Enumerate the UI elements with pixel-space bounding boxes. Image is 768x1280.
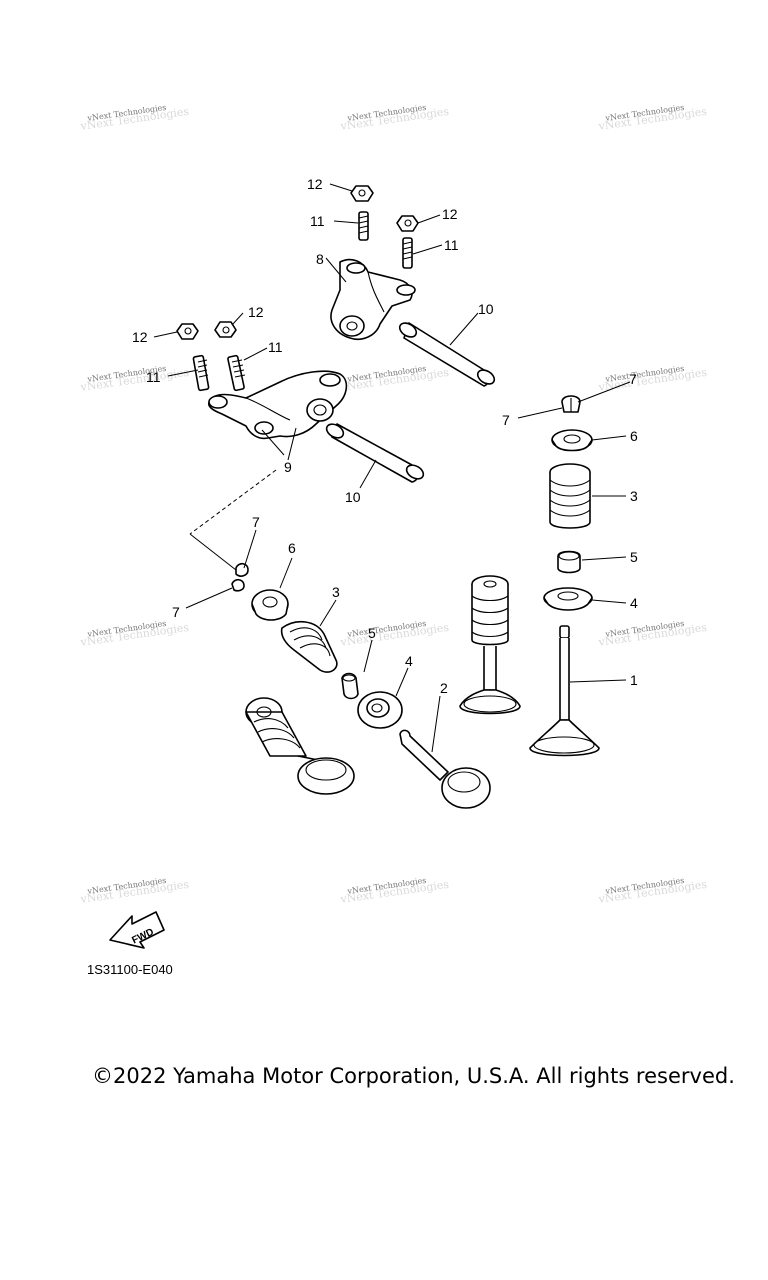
callout-5: 5: [368, 625, 376, 641]
callout-10: 10: [478, 301, 494, 317]
callout-4: 4: [630, 595, 638, 611]
nut-12-left[interactable]: [176, 323, 199, 340]
callout-11: 11: [310, 213, 325, 229]
valve-cotter-7-left[interactable]: [231, 562, 249, 592]
callout-7: 7: [252, 514, 260, 530]
rocker-arm-9[interactable]: [207, 370, 348, 440]
watermark: vNext Technologies vNext Technologies: [339, 619, 450, 649]
callout-1: 1: [630, 672, 638, 688]
rocker-shaft-10-top[interactable]: [397, 320, 497, 387]
callouts: 12 11 12 11 8 10 12 12 11 11 9 10 7 7 6 …: [132, 176, 638, 696]
callout-11: 11: [146, 369, 161, 385]
leader-lines: [153, 183, 631, 753]
watermark: vNext Technologies vNext Technologies: [597, 619, 708, 649]
nut-12-top[interactable]: [350, 185, 374, 202]
intake-valve-2[interactable]: [399, 729, 491, 809]
callout-12: 12: [132, 329, 148, 345]
callout-7: 7: [629, 371, 637, 387]
callout-3: 3: [630, 488, 638, 504]
valve-assembly-left[interactable]: [245, 697, 355, 795]
adjuster-screw-11-left[interactable]: [192, 354, 210, 392]
callout-7: 7: [172, 604, 180, 620]
valve-stem-seal-5-right[interactable]: [557, 550, 581, 574]
watermark: vNext Technologies vNext Technologies: [339, 103, 450, 133]
nut-12-left-2[interactable]: [214, 321, 237, 338]
spring-seat-4-left[interactable]: [357, 691, 403, 729]
valve-cotter-7-right[interactable]: [561, 395, 581, 413]
adjuster-screw-11-top[interactable]: [358, 211, 369, 241]
callout-10: 10: [345, 489, 361, 505]
callout-2: 2: [440, 680, 448, 696]
callout-12: 12: [307, 176, 323, 192]
watermark: vNext Technologies vNext Technologies: [339, 364, 450, 394]
watermark: vNext Technologies vNext Technologies: [597, 103, 708, 133]
rocker-arm-8[interactable]: [330, 258, 416, 340]
exhaust-valve-1[interactable]: [529, 625, 600, 757]
diagram-code: 1S31100-E040: [87, 962, 173, 977]
adjuster-screw-11-left-2[interactable]: [227, 354, 246, 392]
callout-8: 8: [316, 251, 324, 267]
watermark: vNext Technologies vNext Technologies: [339, 876, 450, 906]
rocker-shaft-10-left[interactable]: [324, 421, 426, 483]
callout-11: 11: [444, 237, 459, 253]
valve-spring-retainer-6-left[interactable]: [251, 589, 289, 621]
valve-stem-seal-5-left[interactable]: [341, 672, 359, 700]
watermark: vNext Technologies vNext Technologies: [597, 876, 708, 906]
valve-spring-retainer-6-right[interactable]: [551, 429, 593, 452]
adjuster-screw-11-right[interactable]: [402, 237, 413, 269]
spring-seat-4-right[interactable]: [543, 587, 593, 611]
valve-spring-3-right[interactable]: [549, 463, 591, 529]
callout-6: 6: [288, 540, 296, 556]
watermark: vNext Technologies vNext Technologies: [79, 364, 190, 394]
watermark: vNext Technologies vNext Technologies: [79, 619, 190, 649]
callout-11: 11: [268, 339, 283, 355]
callout-7: 7: [502, 412, 510, 428]
callout-12: 12: [248, 304, 264, 320]
callout-6: 6: [630, 428, 638, 444]
fwd-arrow-icon: FWD: [109, 911, 165, 949]
callout-12: 12: [442, 206, 458, 222]
copyright-text: ©2022 Yamaha Motor Corporation, U.S.A. A…: [92, 1064, 735, 1088]
watermark: vNext Technologies vNext Technologies: [79, 876, 190, 906]
watermark: vNext Technologies vNext Technologies: [79, 103, 190, 133]
valve-assembly-center[interactable]: [459, 575, 521, 715]
nut-12-right[interactable]: [396, 215, 419, 232]
watermarks: vNext Technologies vNext Technologies vN…: [79, 103, 708, 906]
callout-3: 3: [332, 584, 340, 600]
callout-4: 4: [405, 653, 413, 669]
valve-spring-3-left[interactable]: [280, 621, 338, 673]
callout-9: 9: [284, 459, 292, 475]
callout-5: 5: [630, 549, 638, 565]
